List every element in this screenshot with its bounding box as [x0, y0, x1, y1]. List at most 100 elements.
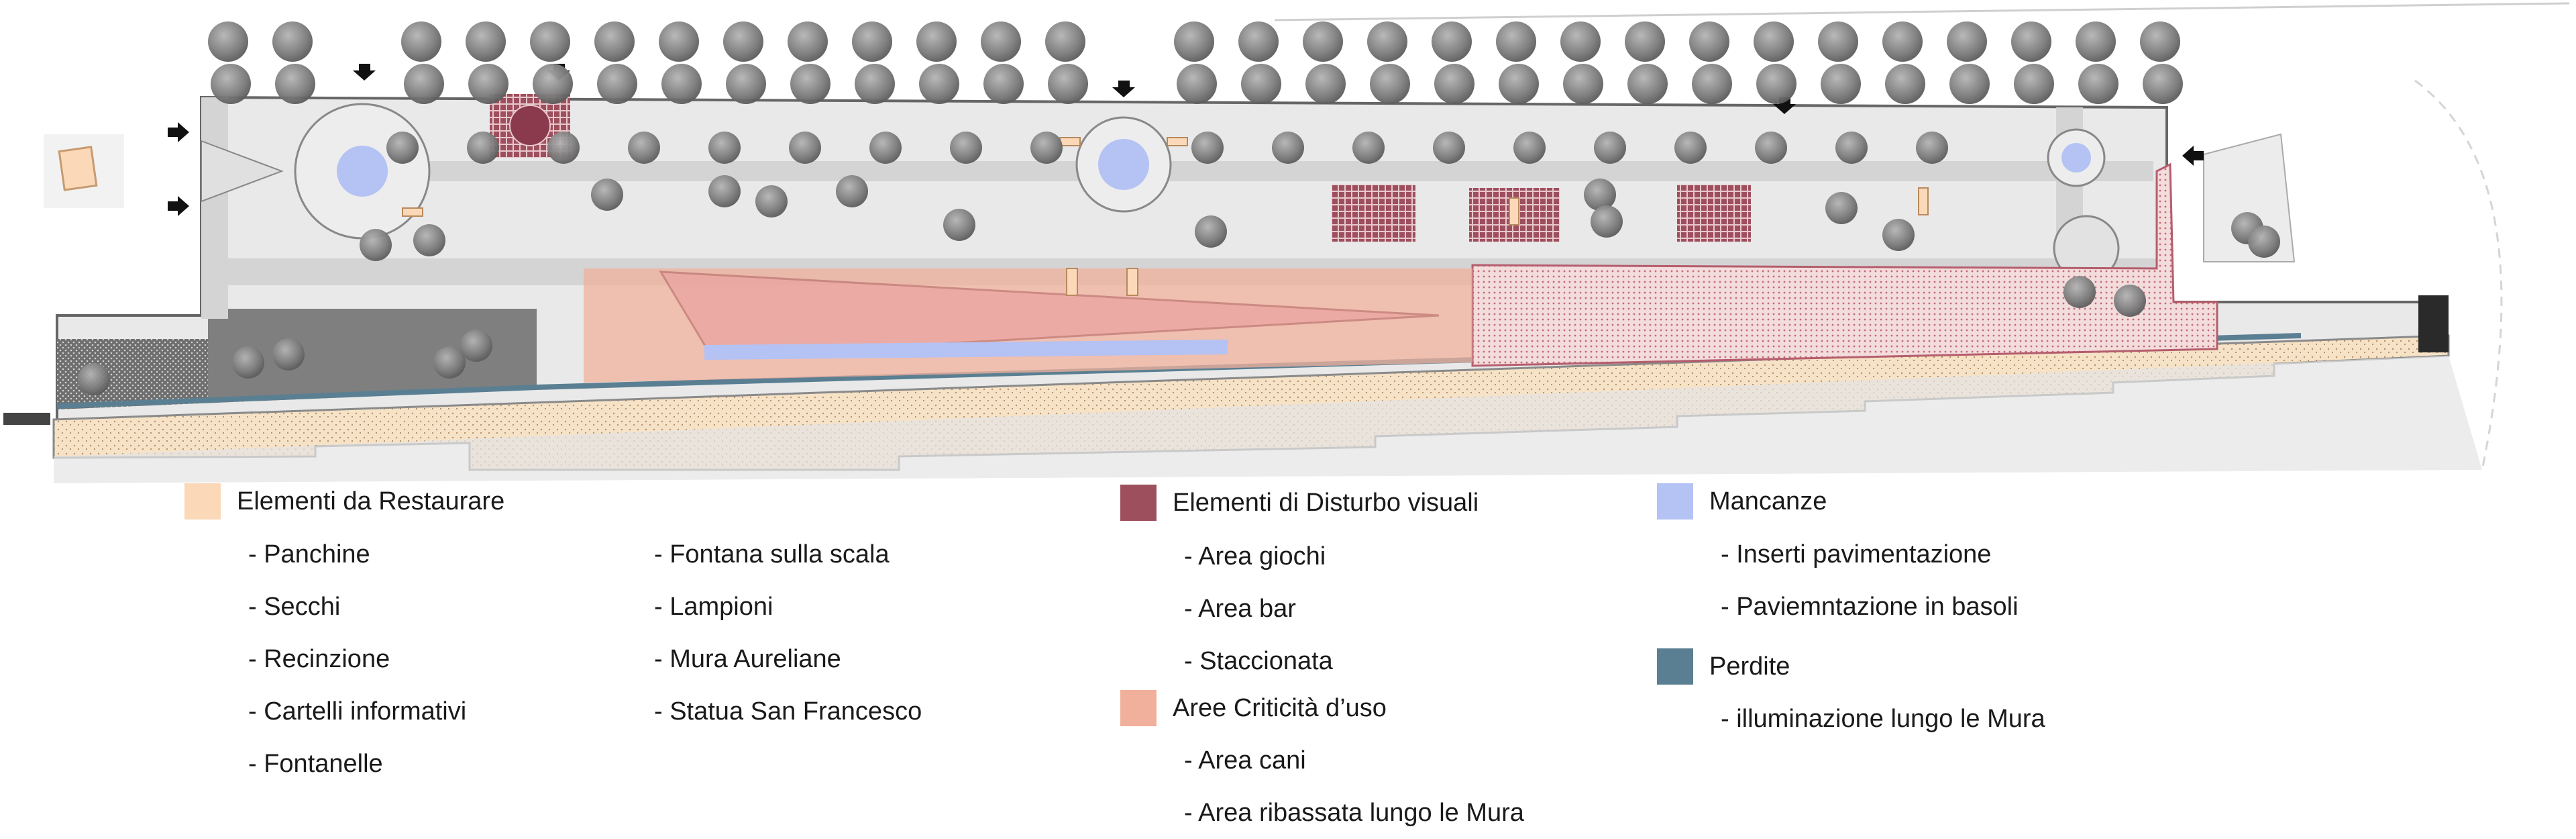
tree-icon: [591, 179, 623, 211]
tree-icon: [78, 363, 110, 395]
tree-icon: [1432, 21, 1472, 62]
legend-item: - Staccionata: [1184, 647, 1333, 675]
legend-item: - Paviemntazione in basoli: [1721, 593, 2019, 621]
tree-icon: [1560, 21, 1601, 62]
tree-icon: [1627, 64, 1668, 104]
site-plan: [3, 2, 2570, 483]
tree-icon: [1370, 64, 1410, 104]
tree-icon: [547, 132, 580, 164]
tree-icon: [1591, 205, 1623, 238]
legend-item: - Cartelli informativi: [248, 697, 467, 726]
tree-icon: [1367, 21, 1407, 62]
tree-icon: [460, 330, 492, 362]
legend-item: - Fontana sulla scala: [654, 540, 890, 569]
tree-icon: [2248, 226, 2280, 258]
tree-icon: [468, 64, 508, 104]
tree-icon: [2078, 64, 2118, 104]
tree-icon: [1563, 64, 1603, 104]
tree-icon: [466, 21, 506, 62]
legend-perdite: Perdite: [1657, 648, 1790, 685]
tree-icon: [708, 132, 741, 164]
tree-icon: [232, 346, 264, 379]
tree-icon: [981, 21, 1021, 62]
tree-icon: [597, 64, 637, 104]
tree-icon: [1674, 132, 1707, 164]
swatch-mancanze: [1657, 483, 1693, 520]
tree-icon: [726, 64, 766, 104]
tree-icon: [1625, 21, 1665, 62]
legend-item: - Mura Aureliane: [654, 645, 841, 673]
tree-icon: [919, 64, 959, 104]
swatch-criticita: [1120, 690, 1157, 726]
legend-criticita: Aree Criticità d’uso: [1120, 690, 1387, 726]
mancanze-strip: [704, 339, 1228, 360]
tree-icon: [789, 132, 821, 164]
tree-icon: [1045, 21, 1085, 62]
legend-restauro-label: Elementi da Restaurare: [237, 487, 505, 515]
tree-icon: [661, 64, 702, 104]
left-entry-fan: [201, 140, 284, 203]
tree-icon: [1272, 132, 1304, 164]
tree-icon: [275, 64, 315, 104]
swatch-restauro: [184, 483, 221, 520]
tree-icon: [1755, 132, 1787, 164]
tree-icon: [1513, 132, 1546, 164]
fountain-center: [1098, 139, 1149, 190]
legend-item: - Fontanelle: [248, 750, 383, 778]
legend-item: - Lampioni: [654, 593, 773, 621]
tree-icon: [208, 21, 248, 62]
tree-icon: [659, 21, 699, 62]
tree-icon: [2014, 64, 2054, 104]
tree-icon: [1048, 64, 1088, 104]
tree-icon: [272, 338, 305, 371]
path-left: [201, 97, 228, 319]
tree-icon: [1949, 64, 1990, 104]
tree-icon: [1818, 21, 1858, 62]
legend-perdite-label: Perdite: [1709, 652, 1790, 681]
tree-icon: [1754, 21, 1794, 62]
end-gate: [2418, 295, 2449, 352]
fountain-left: [337, 146, 388, 197]
area-giochi-center: [509, 105, 551, 146]
legend-item: - illuminazione lungo le Mura: [1721, 705, 2045, 733]
tree-icon: [533, 64, 573, 104]
tree-icon: [1195, 215, 1227, 248]
staccionata: [1677, 185, 1751, 242]
tree-icon: [628, 132, 660, 164]
tree-icon: [1692, 64, 1732, 104]
tree-icon: [404, 64, 444, 104]
legend-mancanze-label: Mancanze: [1709, 487, 1827, 515]
tree-icon: [836, 175, 868, 207]
tree-icon: [916, 21, 957, 62]
tree-icon: [1174, 21, 1214, 62]
tree-icon: [869, 132, 902, 164]
tree-icon: [2114, 285, 2146, 317]
tree-icon: [723, 21, 763, 62]
tree-icon: [2076, 21, 2116, 62]
area-giochi-2: [1332, 185, 1415, 242]
tree-icon: [1756, 64, 1796, 104]
swatch-perdite: [1657, 648, 1693, 685]
legend-item: - Statua San Francesco: [654, 697, 922, 726]
statue-marker: [44, 134, 124, 208]
trees: [78, 21, 2280, 395]
tree-icon: [1584, 179, 1616, 211]
tree-icon: [2011, 21, 2051, 62]
tree-icon: [594, 21, 635, 62]
tree-icon: [1885, 64, 1925, 104]
tree-icon: [1030, 132, 1063, 164]
tree-icon: [1305, 64, 1346, 104]
tree-icon: [413, 224, 445, 256]
legend-item: - Panchine: [248, 540, 370, 569]
tree-icon: [708, 175, 741, 207]
legend-criticita-label: Aree Criticità d’uso: [1173, 693, 1387, 722]
tree-icon: [1882, 219, 1915, 251]
tree-icon: [1882, 21, 1923, 62]
tree-icon: [433, 346, 466, 379]
tree-icon: [1177, 64, 1217, 104]
tree-icon: [1352, 132, 1385, 164]
tree-icon: [1835, 132, 1868, 164]
tree-icon: [360, 229, 392, 261]
tree-icon: [1241, 64, 1281, 104]
tree-icon: [788, 21, 828, 62]
